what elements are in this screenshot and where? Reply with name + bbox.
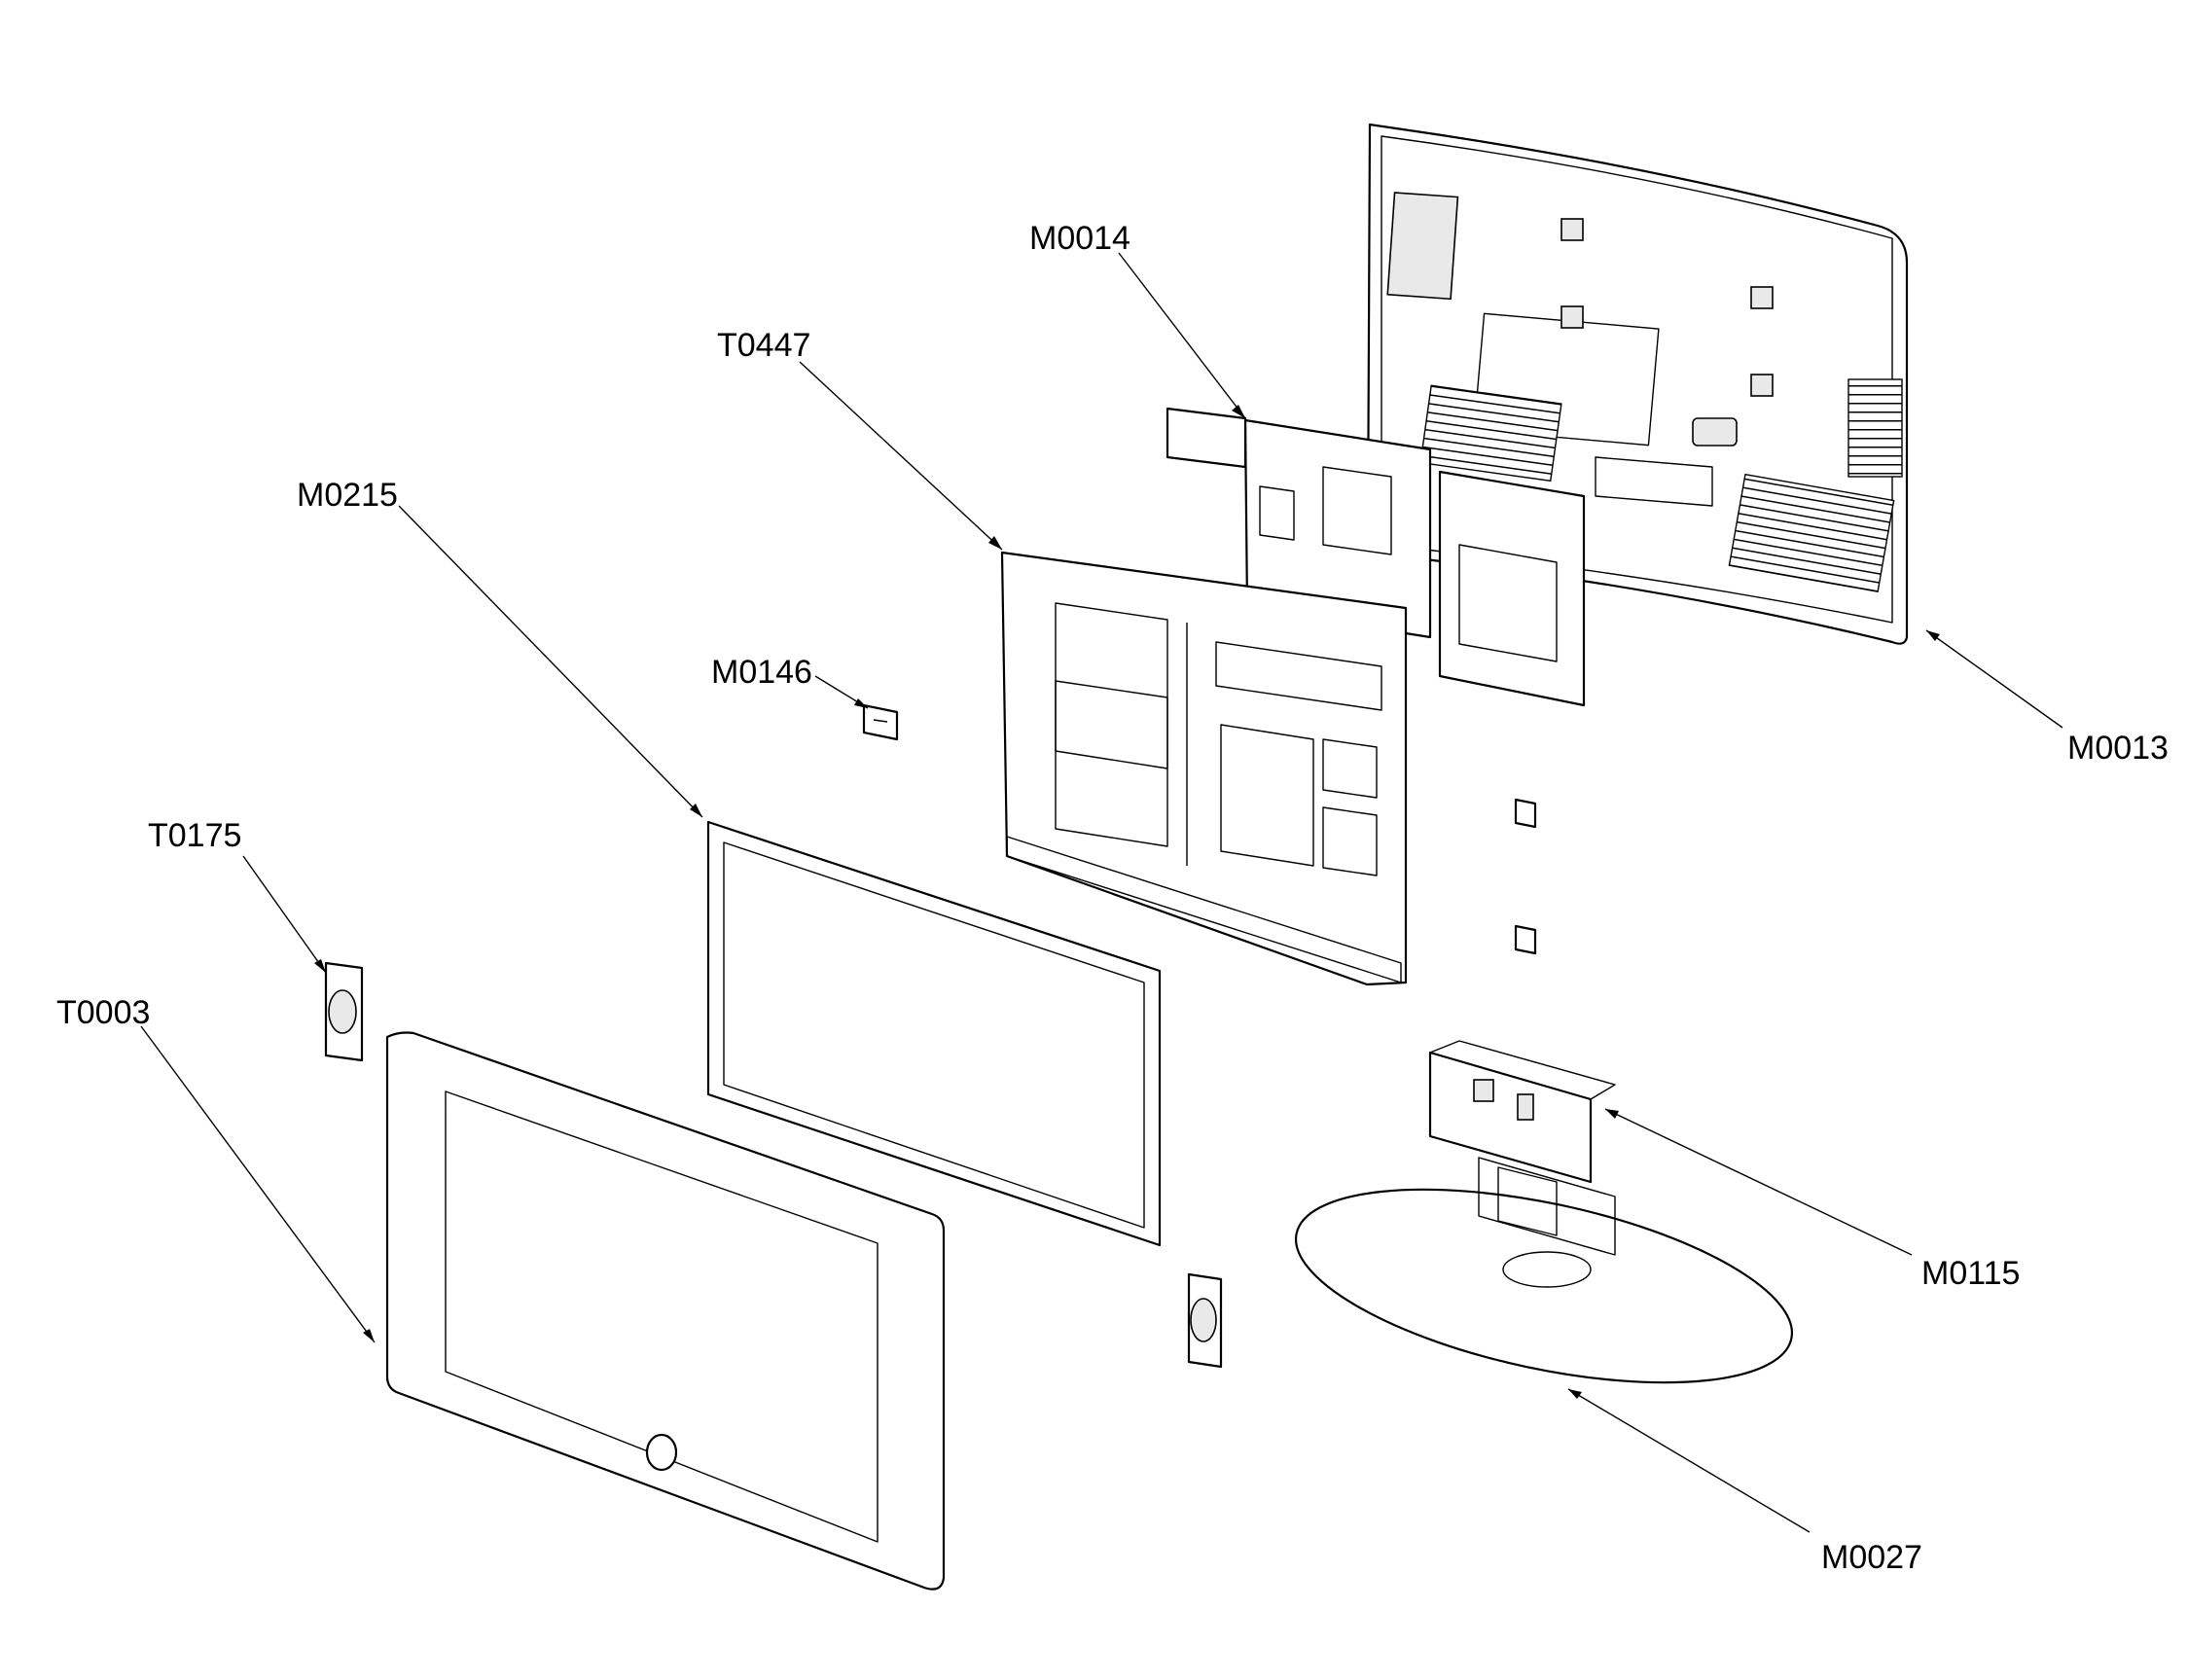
- leader-lines: [140, 252, 2063, 1533]
- callout-t0003: T0003: [56, 994, 150, 1031]
- small-bracket-part: [862, 703, 899, 741]
- callout-m0146: M0146: [711, 654, 812, 691]
- front-bezel-part: [385, 1031, 946, 1591]
- callout-m0215: M0215: [297, 477, 398, 514]
- chassis-frame-part: [1000, 551, 1408, 986]
- callout-m0013: M0013: [2067, 730, 2169, 767]
- left-speaker-part: [324, 961, 364, 1062]
- callout-t0175: T0175: [148, 817, 241, 854]
- callout-m0014: M0014: [1029, 220, 1130, 257]
- right-speaker-part: [1187, 1272, 1223, 1369]
- callout-m0027: M0027: [1821, 1539, 1922, 1576]
- callout-t0447: T0447: [717, 327, 810, 364]
- stand-bracket-part: [1428, 1040, 1616, 1184]
- lcd-panel-part: [706, 820, 1162, 1247]
- clip-parts: [1514, 798, 1537, 955]
- callout-m0115: M0115: [1921, 1255, 2020, 1292]
- stand-base-part: [1294, 1157, 1794, 1384]
- main-board-part: [1166, 407, 1586, 707]
